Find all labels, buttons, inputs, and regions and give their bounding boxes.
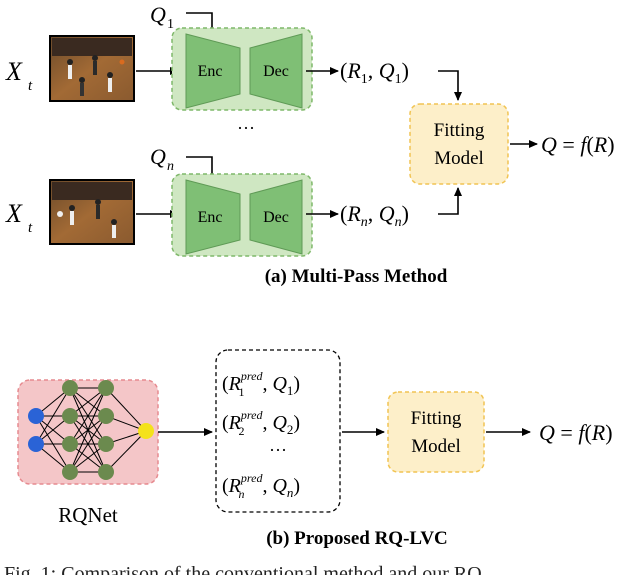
codec-box-bottom: Enc Dec xyxy=(171,173,313,257)
enc-label-top: Enc xyxy=(198,63,223,80)
svg-text:1: 1 xyxy=(167,17,174,32)
hidden-node xyxy=(98,408,114,424)
dec-label-bottom: Dec xyxy=(263,209,289,226)
output-pair-top: (R1, Q1) xyxy=(340,58,409,87)
figure-caption-cutoff: Fig. 1: Comparison of the conventional m… xyxy=(4,563,482,575)
video-frame-thumbnail-bottom xyxy=(49,179,135,245)
hidden-node xyxy=(62,464,78,480)
encoder-trapezoid-bottom xyxy=(185,179,241,255)
decoder-trapezoid-top xyxy=(249,33,303,109)
fitting-model-box-multipass: Fitting Model xyxy=(409,103,509,185)
codec-box-top: Enc Dec xyxy=(171,27,313,111)
input-label-top: X t xyxy=(5,57,33,94)
result-formula-multipass: Q = f(R) xyxy=(541,132,615,157)
caption-multipass: (a) Multi-Pass Method xyxy=(265,266,448,287)
output-pair-bottom: (Rn, Qn) xyxy=(340,201,409,230)
svg-text:Q: Q xyxy=(150,144,166,169)
q1-label: Q 1 xyxy=(150,2,174,32)
output-node xyxy=(138,423,154,439)
svg-text:X: X xyxy=(5,199,23,228)
encoder-trapezoid-top xyxy=(185,33,241,109)
hidden-node xyxy=(98,436,114,452)
hidden-node xyxy=(62,380,78,396)
input-node-2 xyxy=(28,436,44,452)
svg-text:Model: Model xyxy=(434,148,484,169)
input-label-bottom: X t xyxy=(5,199,33,236)
video-frame-thumbnail-top xyxy=(49,35,135,102)
svg-text:Model: Model xyxy=(411,436,461,457)
svg-text:t: t xyxy=(28,78,33,94)
dec-label-top: Dec xyxy=(263,63,289,80)
svg-text:n: n xyxy=(167,159,174,174)
ellipsis-proposed: ··· xyxy=(269,440,287,460)
ellipsis-multipass: ··· xyxy=(237,118,255,138)
svg-text:Fitting: Fitting xyxy=(411,408,462,429)
decoder-trapezoid-bottom xyxy=(249,179,303,255)
result-formula-proposed: Q = f(R) xyxy=(539,420,613,445)
fitting-model-box-proposed: Fitting Model xyxy=(387,391,485,473)
hidden-node xyxy=(98,464,114,480)
predicted-pairs-box xyxy=(215,349,341,513)
input-node-1 xyxy=(28,408,44,424)
hidden-node xyxy=(98,380,114,396)
enc-label-bottom: Enc xyxy=(198,209,223,226)
svg-text:t: t xyxy=(28,220,33,236)
caption-proposed: (b) Proposed RQ-LVC xyxy=(266,528,448,549)
hidden-node xyxy=(62,408,78,424)
rqnet-nodes xyxy=(28,380,154,480)
arrow-to-fitting-bottom xyxy=(438,187,462,215)
qn-label: Q n xyxy=(150,144,174,174)
svg-text:Q: Q xyxy=(150,2,166,27)
rqnet-label: RQNet xyxy=(58,503,118,527)
rqnet-box xyxy=(17,379,159,485)
hidden-node xyxy=(62,436,78,452)
arrow-to-fitting-top xyxy=(438,70,462,101)
svg-text:Fitting: Fitting xyxy=(434,120,485,141)
svg-text:X: X xyxy=(5,57,23,86)
